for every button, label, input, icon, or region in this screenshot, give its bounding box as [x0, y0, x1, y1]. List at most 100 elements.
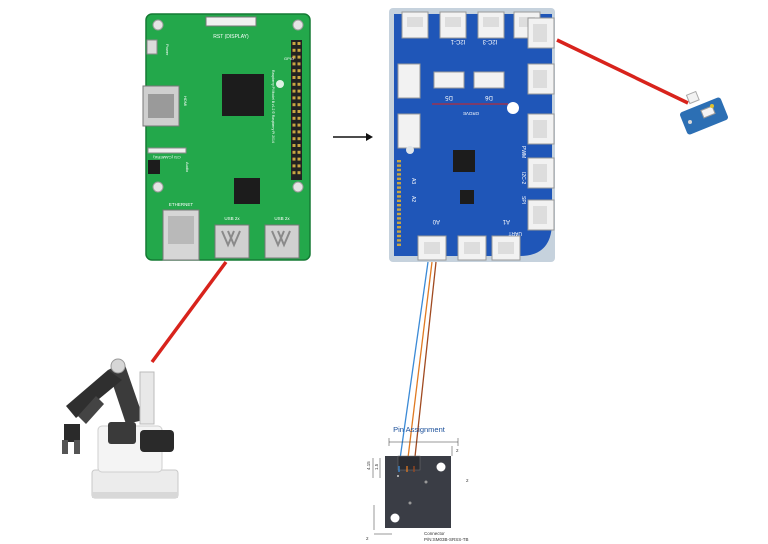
gpio-pin	[292, 62, 296, 66]
ethernet-label: ETHERNET	[169, 202, 194, 207]
hat-pin	[397, 243, 401, 246]
usb-right-label: USB 2x	[274, 216, 290, 221]
pin-assignment-diagram: Pin Assignment 2 4.15 1.5 2 2 Connector …	[366, 425, 469, 542]
gpio-pin	[292, 157, 296, 161]
brand-label: GROVE	[463, 111, 479, 116]
spi-label: SPI	[520, 196, 526, 204]
gpio-pin	[292, 164, 296, 168]
connector-label: Connector	[424, 531, 445, 536]
gpio-pin	[297, 69, 301, 73]
i2c-3-label: I2C-3	[482, 38, 497, 44]
left-connector-2	[397, 113, 421, 149]
a2-label: A2	[410, 196, 416, 202]
hat-pin	[397, 160, 401, 163]
cpu-chip	[222, 74, 264, 116]
gpio-pin	[292, 110, 296, 113]
gpio-pin	[297, 130, 301, 134]
gpio-pin	[297, 116, 301, 120]
hat-pin	[397, 212, 401, 216]
grove-socket	[464, 242, 480, 254]
hat-pin	[397, 168, 401, 172]
gpio-pin	[297, 144, 301, 147]
hat-pin	[397, 230, 401, 233]
hat-pin	[397, 199, 401, 202]
gpio-pin	[297, 150, 301, 154]
usb-left-label: USB 2x	[224, 216, 240, 221]
dim-bottom: 2	[366, 536, 369, 541]
gpio-pin	[292, 171, 296, 175]
hat-pin	[397, 195, 401, 198]
gpio-pin	[292, 137, 296, 141]
grove-socket	[533, 164, 547, 182]
rst-display-label: RST (DISPLAY)	[213, 34, 249, 40]
right-grove-connectors	[527, 17, 555, 231]
audio-jack	[148, 160, 160, 174]
hat-pin	[397, 164, 401, 167]
gpio-pins	[292, 42, 301, 175]
mid-connector-right	[473, 71, 505, 89]
grove-socket	[533, 206, 547, 224]
grove-socket	[407, 17, 423, 27]
pwm-label: PWM	[520, 146, 526, 158]
a3-label: A3	[410, 178, 416, 184]
connector-hole-top	[436, 462, 446, 472]
hat-pin	[397, 239, 401, 242]
gpio-pin	[292, 42, 296, 45]
hat-pin	[397, 204, 401, 207]
gpio-pin	[297, 96, 301, 100]
gpio-pin	[292, 130, 296, 134]
hat-pin	[397, 234, 401, 238]
grove-socket	[533, 24, 547, 42]
wire-hat-to-sensor	[556, 38, 689, 105]
wire-orange	[406, 261, 433, 467]
audio-label: Audio	[185, 162, 190, 173]
hat-pin	[397, 186, 401, 189]
hat-pin	[397, 217, 401, 220]
d5-label: D5	[445, 94, 453, 100]
gpio-pin	[292, 76, 296, 79]
dim-top: 2	[456, 448, 459, 453]
gpio-pin	[297, 48, 301, 52]
gpio-pin	[292, 69, 296, 73]
gpio-pin	[292, 103, 296, 107]
grove-sensor-icon	[680, 90, 728, 135]
wire-pi-to-robot	[150, 260, 228, 364]
a0-label: A0	[432, 218, 440, 224]
dim-right: 2	[466, 478, 469, 483]
small-chip	[460, 190, 474, 204]
robot-arm-icon	[62, 358, 179, 499]
gpio-pin	[297, 55, 301, 59]
gpio-pin	[292, 89, 296, 93]
signal-wires	[398, 261, 437, 467]
connector-part-label: P/N:SM03B-SRSS-TB	[424, 537, 469, 542]
pin-assignment-title: Pin Assignment	[393, 425, 446, 434]
csi-label: CSI (CAMERA)	[153, 155, 181, 160]
grove-socket	[424, 242, 440, 254]
wire-blue	[398, 261, 429, 467]
grove-socket	[519, 17, 535, 27]
gpio-pin	[292, 116, 296, 120]
raspberry-logo-icon	[276, 80, 284, 88]
bottom-grove-connectors	[417, 235, 521, 261]
gpio-pin	[292, 55, 296, 59]
hat-pin	[397, 182, 401, 185]
grove-socket	[498, 242, 514, 254]
gpio-label: GPIO	[284, 56, 294, 61]
hdmi-label: HDMI	[183, 96, 188, 106]
grove-base-hat: I2C-1 I2C-3 D5 D6 GROVE A0 A1 A2 A3 UART…	[389, 8, 555, 262]
power-port	[146, 39, 158, 55]
gpio-pin	[297, 157, 301, 161]
wire-brown	[413, 261, 437, 467]
csi-connector	[147, 147, 187, 154]
d6-label: D6	[485, 94, 493, 100]
gpio-pin	[292, 82, 296, 86]
gpio-pin	[292, 96, 296, 100]
hat-pin	[397, 208, 401, 211]
gpio-pin	[297, 62, 301, 66]
gpio-pin	[297, 164, 301, 168]
i2c-1-label: I2C-1	[450, 38, 465, 44]
grove-socket	[445, 17, 461, 27]
i2c-2-label: I2C-2	[520, 172, 526, 184]
gpio-pin	[292, 123, 296, 127]
